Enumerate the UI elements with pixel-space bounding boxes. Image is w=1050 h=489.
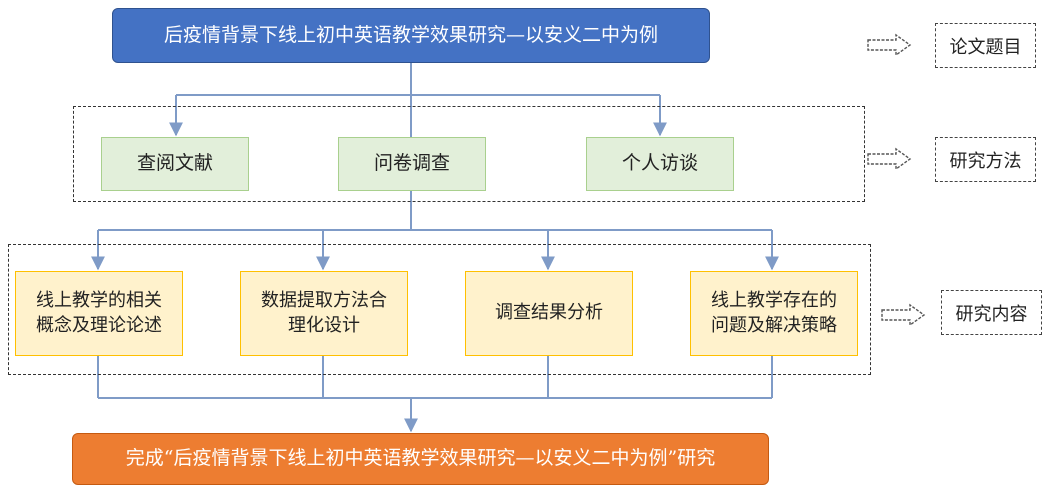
side-label-research-methods: 研究方法: [935, 137, 1036, 182]
content-node-analysis: 调查结果分析: [465, 271, 633, 356]
method-node-questionnaire: 问卷调查: [338, 137, 486, 191]
content-node-problems: 线上教学存在的 问题及解决策略: [690, 271, 858, 356]
content-node-concepts: 线上教学的相关 概念及理论论述: [15, 271, 183, 356]
method-node-literature: 查阅文献: [101, 137, 249, 191]
method-node-interview: 个人访谈: [586, 137, 734, 191]
side-label-thesis-title: 论文题目: [935, 23, 1036, 68]
side-label-research-content: 研究内容: [941, 290, 1042, 335]
hollow-arrow-icon: [867, 147, 912, 171]
methods-group-frame: [73, 106, 865, 202]
final-task-node: 完成“后疫情背景下线上初中英语教学效果研究—以安义二中为例”研究: [72, 433, 769, 485]
contents-group-frame: [8, 244, 871, 375]
hollow-arrow-icon: [867, 33, 912, 57]
thesis-title-node: 后疫情背景下线上初中英语教学效果研究—以安义二中为例: [112, 8, 710, 63]
content-node-data-design: 数据提取方法合 理化设计: [240, 271, 408, 356]
hollow-arrow-icon: [881, 303, 926, 327]
